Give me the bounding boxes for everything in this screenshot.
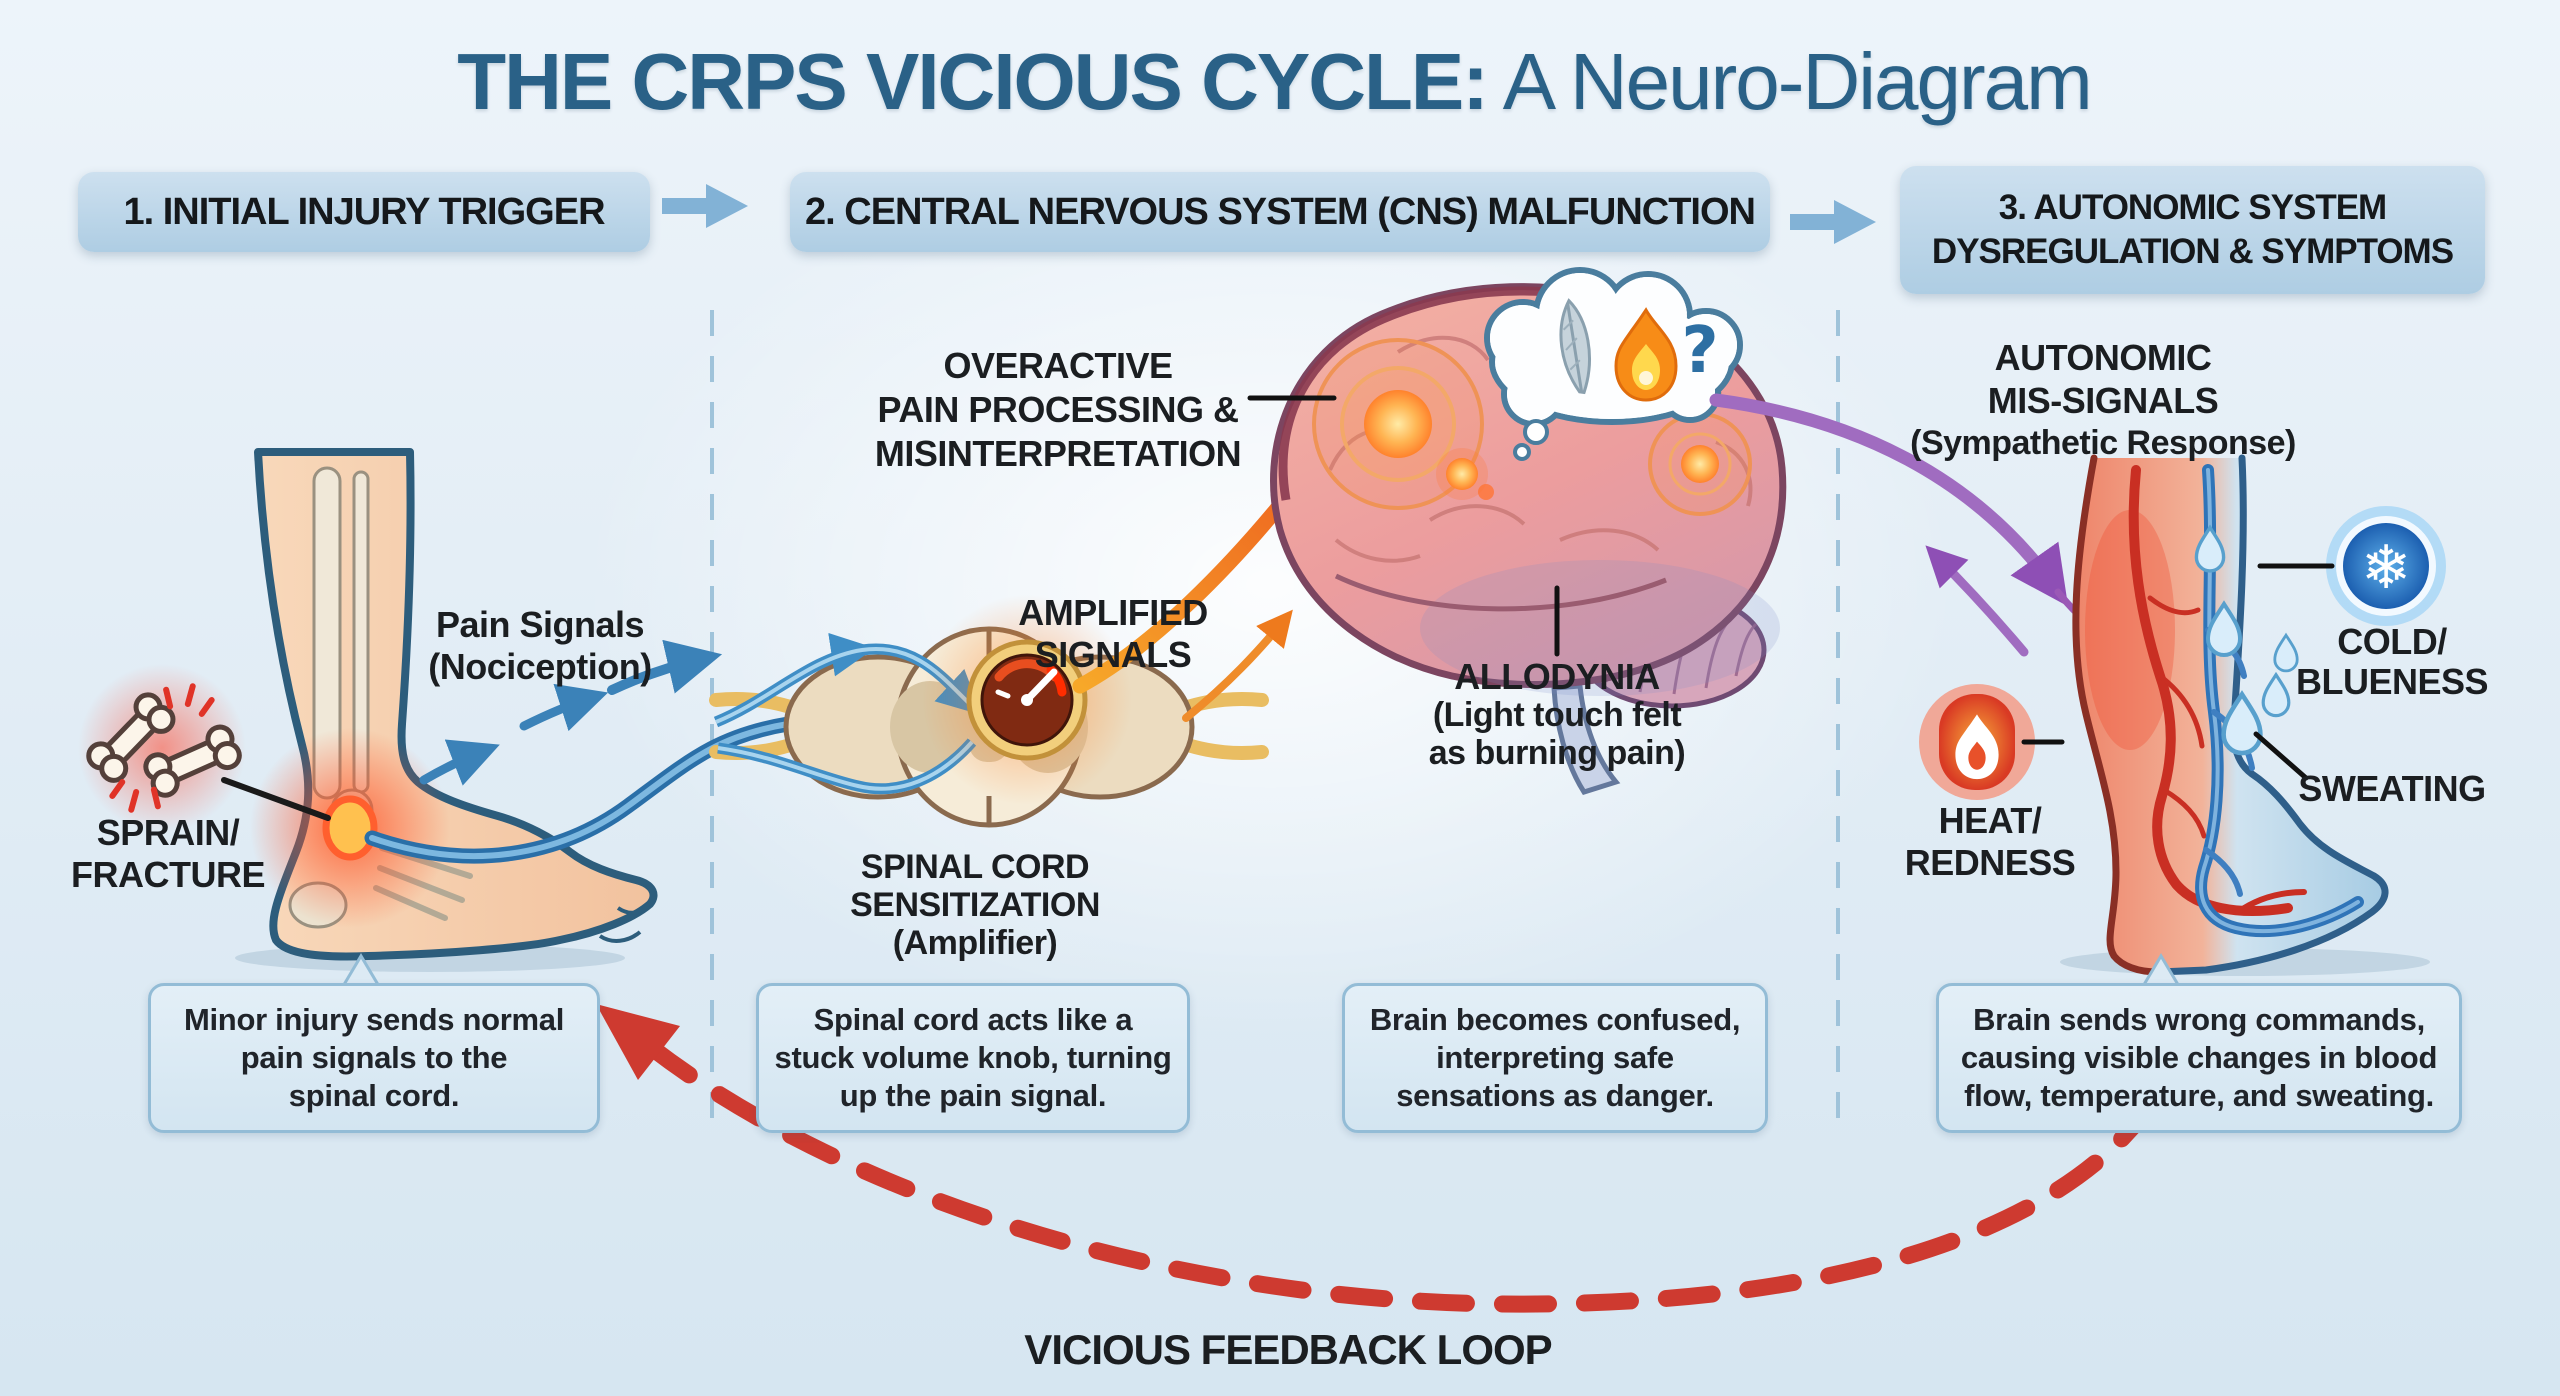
question-mark-icon: ? (1681, 314, 1718, 388)
allodynia-label: ALLODYNIA (Light touch felt as burning p… (1428, 656, 1686, 773)
brain-pain-hotspot-secondary (1648, 412, 1752, 516)
broken-bone-icon (78, 664, 246, 832)
sprain-fracture-label: SPRAIN/ FRACTURE (71, 812, 265, 895)
heat-flame-icon (1919, 684, 2035, 800)
svg-text:❄: ❄ (2361, 533, 2411, 603)
stage-box-autonomic-dysregulation: 3. AUTONOMIC SYSTEM DYSREGULATION & SYMP… (1900, 166, 2485, 294)
caption-brain-confusion: Brain becomes confused, interpreting saf… (1342, 983, 1768, 1133)
brain-pain-hotspot-primary (1312, 338, 1484, 510)
snowflake-icon: ❄ (2326, 506, 2446, 626)
brain-pain-hotspot-small (1436, 448, 1494, 500)
amplified-signals-label: AMPLIFIED SIGNALS (1018, 592, 1208, 675)
stage-box-cns-malfunction: 2. CENTRAL NERVOUS SYSTEM (CNS) MALFUNCT… (790, 172, 1770, 252)
autonomic-missignals-label: AUTONOMIC MIS-SIGNALS (Sympathetic Respo… (1910, 337, 2296, 462)
stage-2-label: 2. CENTRAL NERVOUS SYSTEM (CNS) MALFUNCT… (805, 190, 1756, 233)
sweating-label: SWEATING (2298, 768, 2486, 809)
caption-initial-injury: Minor injury sends normal pain signals t… (148, 983, 600, 1133)
vicious-feedback-loop-label: VICIOUS FEEDBACK LOOP (1024, 1326, 1552, 1373)
pain-signal-arrows (364, 639, 796, 864)
volume-knob-gauge-icon (922, 595, 1132, 805)
spinal-cord-sensitization-label: SPINAL CORD SENSITIZATION (Amplifier) (850, 848, 1100, 962)
feather-icon (1559, 298, 1591, 395)
page-title: THE CRPS VICIOUS CYCLE: A Neuro-Diagram (457, 37, 2093, 126)
heat-redness-label: HEAT/ REDNESS (1904, 800, 2076, 883)
caption-spinal-cord: Spinal cord acts like a stuck volume kno… (756, 983, 1190, 1133)
vicious-feedback-loop-arrow (596, 1004, 2149, 1313)
thought-bubble: ? (1484, 267, 1743, 461)
stage-3-label-line2: DYSREGULATION & SYMPTOMS (1931, 232, 2454, 271)
cold-blueness-label: COLD/ BLUENESS (2295, 621, 2489, 702)
sweating-pointer-line (2253, 731, 2309, 781)
flame-icon (1614, 307, 1678, 402)
injured-ankle-illustration (235, 448, 658, 972)
stage-arrow-1-icon (662, 184, 748, 228)
stage-arrow-2-icon (1790, 200, 1876, 244)
sprain-pointer-line (221, 777, 331, 821)
spinal-cord-illustration (709, 595, 1269, 828)
caption-wrong-commands: Brain sends wrong commands, causing visi… (1936, 983, 2462, 1133)
stage-3-label-line1: 3. AUTONOMIC SYSTEM (1998, 188, 2387, 227)
pain-signals-label: Pain Signals (Nociception) (428, 604, 652, 687)
stage-box-initial-injury: 1. INITIAL INJURY TRIGGER (78, 172, 650, 252)
stage-1-label: 1. INITIAL INJURY TRIGGER (123, 190, 605, 233)
title-sub: A Neuro-Diagram (1486, 37, 2093, 126)
overactive-processing-label: OVERACTIVE PAIN PROCESSING & MISINTERPRE… (874, 345, 1242, 474)
title-main: THE CRPS VICIOUS CYCLE: (457, 37, 1489, 126)
sweat-droplets (2194, 524, 2299, 756)
dysregulated-leg-illustration (2060, 454, 2430, 976)
